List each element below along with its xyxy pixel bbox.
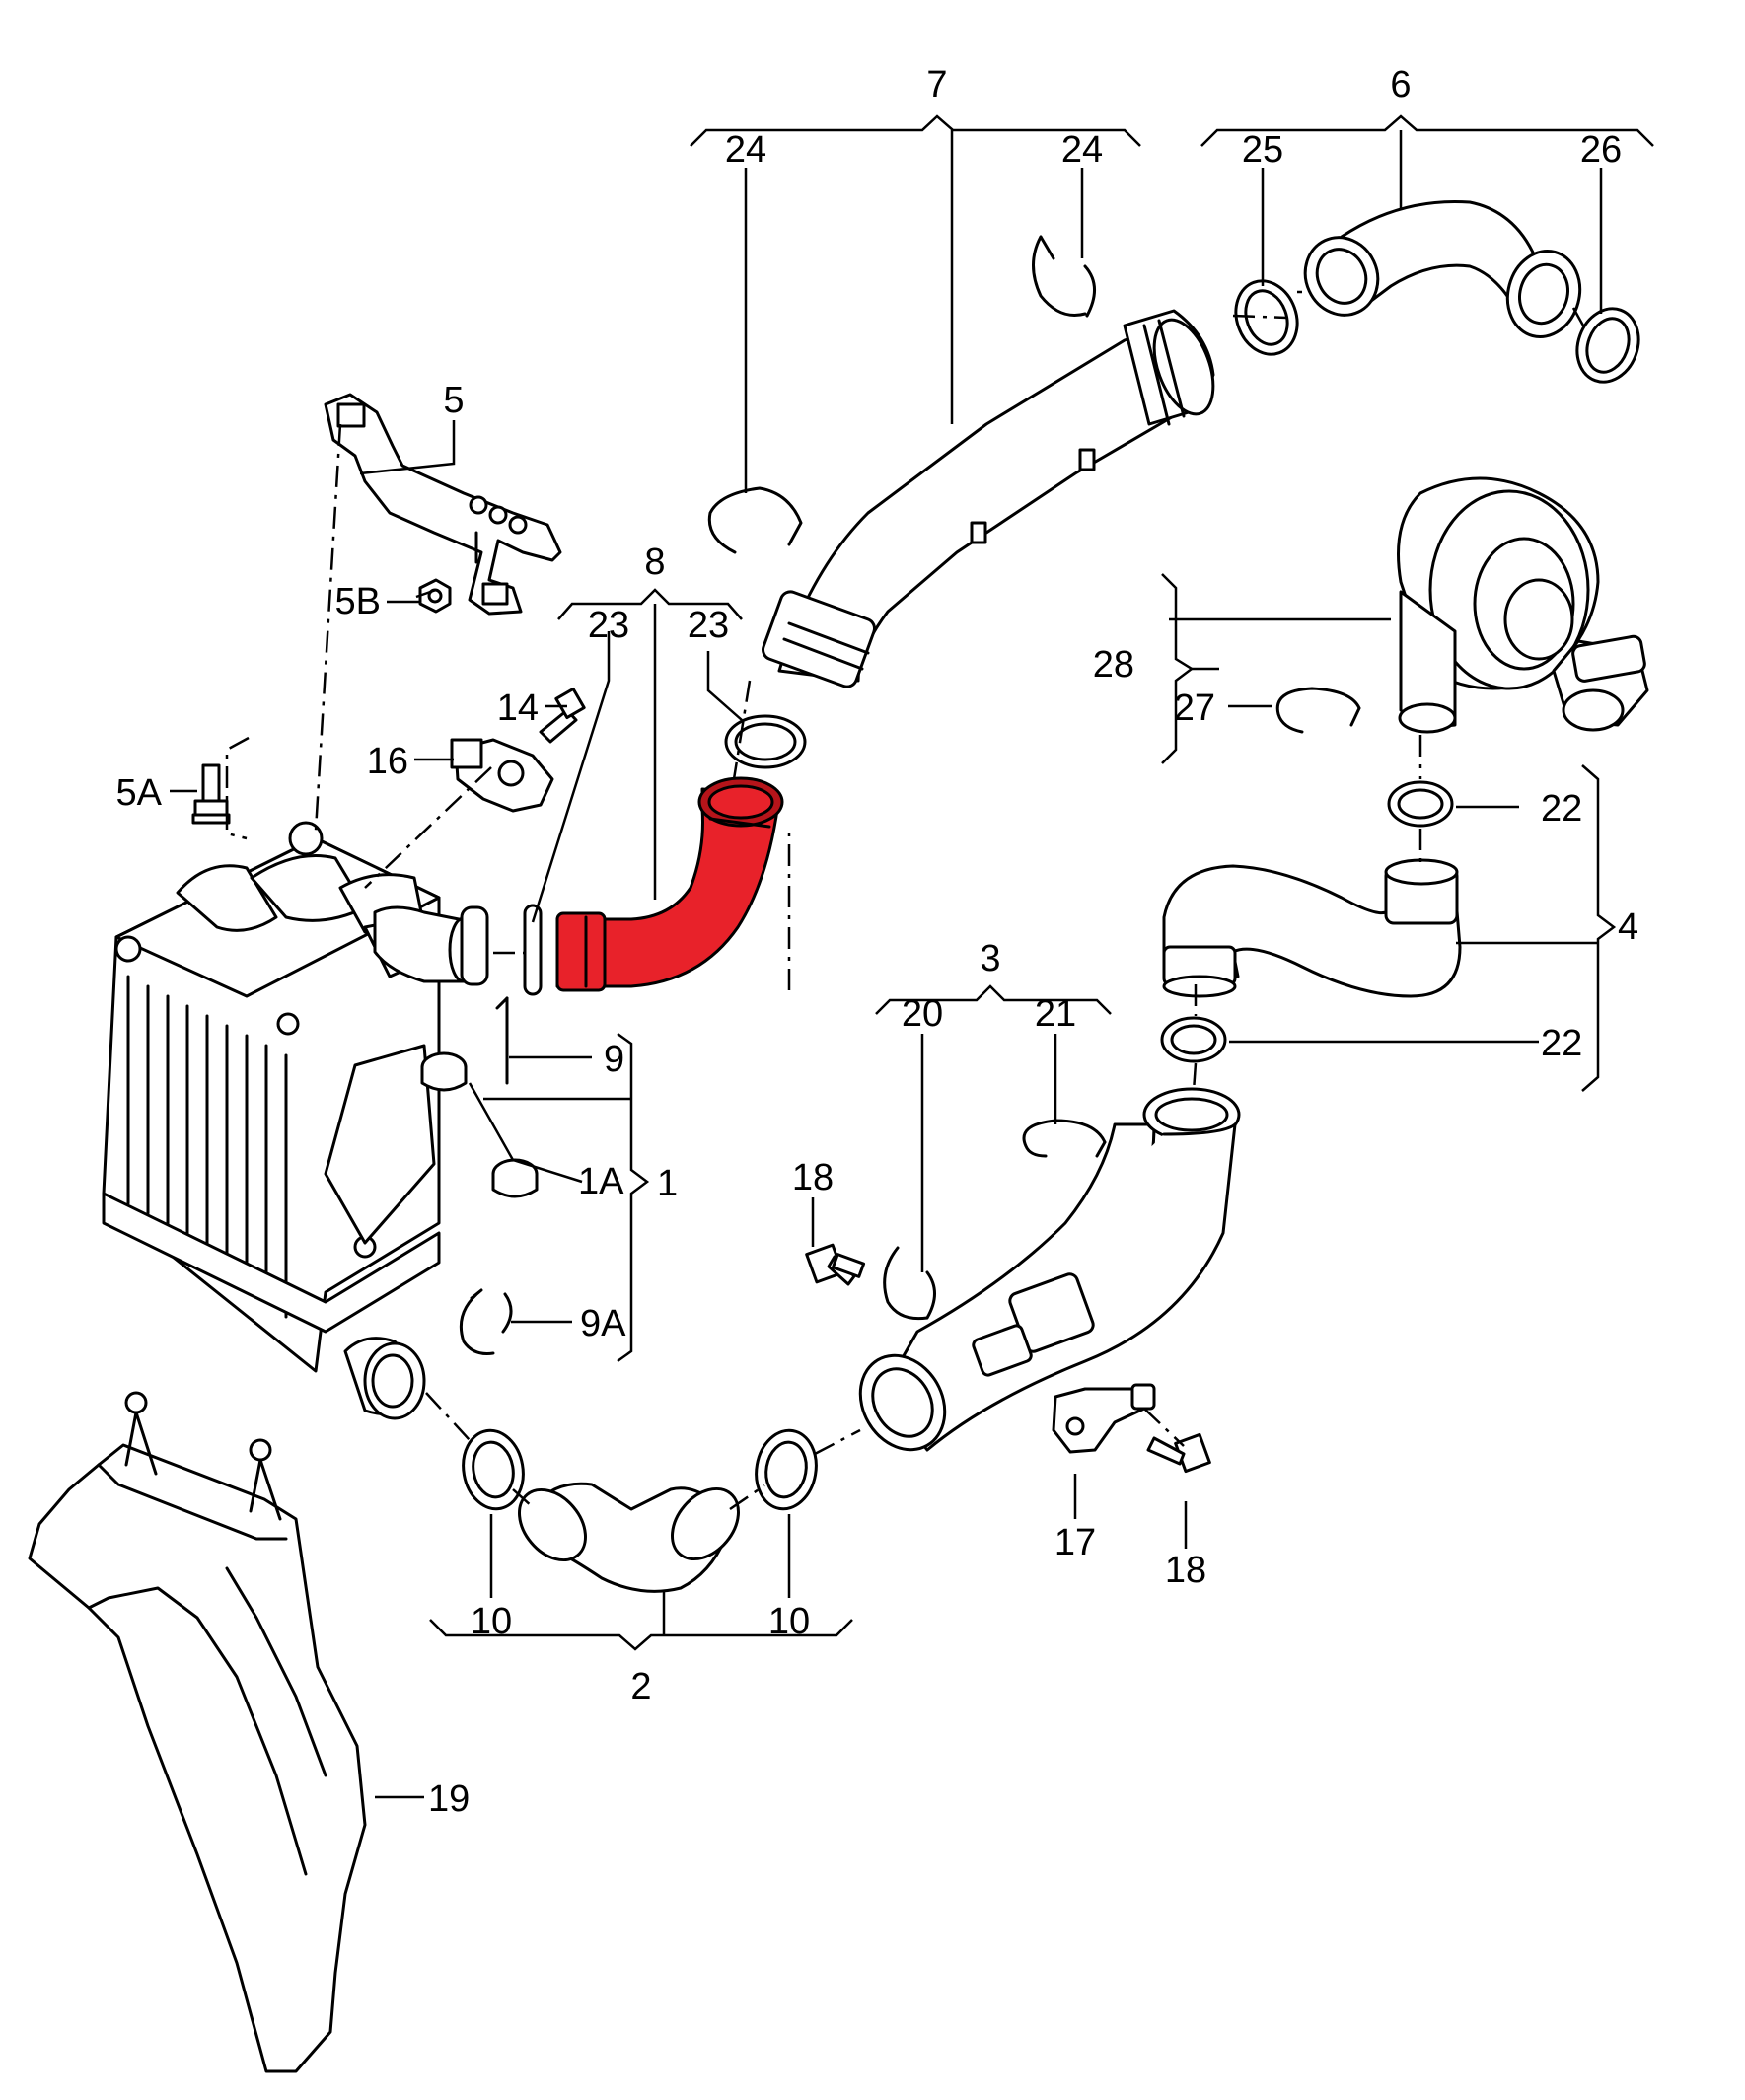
part-1a-grommets [420, 1051, 539, 1198]
label-9a: 9A [580, 1303, 626, 1344]
group-brackets [429, 114, 1654, 1651]
part-6-bend-hose [1303, 199, 1582, 339]
part-5-bracket [324, 393, 562, 616]
part-10-rings [462, 1428, 818, 1511]
label-27: 27 [1174, 688, 1215, 729]
callout-labels: 7 6 24 24 25 26 5 5B 8 23 23 28 27 14 16… [116, 64, 1639, 1820]
assembly-dash-lines [225, 290, 1585, 1511]
part-8-highlighted-hose [555, 776, 784, 992]
part-2-elbow-hose [518, 1482, 740, 1593]
label-9: 9 [604, 1039, 624, 1080]
part-27-clip [1275, 687, 1361, 734]
label-21: 21 [1035, 993, 1076, 1035]
label-19: 19 [428, 1778, 470, 1820]
label-5: 5 [443, 380, 464, 421]
part-19-air-duct [28, 1391, 367, 2073]
part-25-ring [1234, 279, 1299, 356]
label-5b: 5B [335, 581, 381, 622]
label-2: 2 [630, 1666, 651, 1707]
label-25: 25 [1242, 129, 1283, 171]
label-17: 17 [1054, 1522, 1096, 1563]
part-9-pin [495, 996, 509, 1085]
label-14: 14 [497, 688, 539, 729]
part-21-clip [1022, 1119, 1107, 1158]
label-4: 4 [1618, 906, 1638, 948]
label-23-right: 23 [688, 605, 729, 646]
label-16: 16 [367, 741, 408, 782]
part-18-bolt-b [1146, 1432, 1211, 1474]
part-16-sensor [450, 738, 554, 813]
label-28: 28 [1093, 644, 1134, 686]
part-20-clip [883, 1246, 936, 1321]
part-18-bolt-a [805, 1243, 866, 1286]
part-9a-clip [459, 1288, 513, 1355]
part-28-turbocharger [1397, 476, 1649, 734]
label-24-left: 24 [725, 129, 766, 171]
label-8: 8 [644, 542, 665, 583]
part-23-orings [523, 714, 807, 996]
label-5a: 5A [116, 772, 163, 814]
part-1-intercooler [102, 821, 441, 1373]
label-7: 7 [926, 64, 947, 106]
intercooler-lower-outlet [343, 1337, 426, 1420]
label-1: 1 [657, 1163, 678, 1204]
label-3: 3 [980, 938, 1000, 979]
label-20: 20 [902, 993, 943, 1035]
part-14-screw [539, 687, 586, 744]
part-7-charge-pipe [762, 309, 1215, 688]
label-18-right: 18 [1165, 1550, 1206, 1591]
label-10-right: 10 [768, 1601, 810, 1642]
leader-lines [170, 168, 1603, 1799]
label-10-left: 10 [471, 1601, 512, 1642]
label-22-top: 22 [1541, 788, 1582, 830]
part-4-s-hose [1162, 858, 1462, 998]
label-22-bottom: 22 [1541, 1023, 1582, 1064]
part-22-rings [1160, 780, 1454, 1063]
label-26: 26 [1580, 129, 1622, 171]
part-17-bracket [1052, 1383, 1156, 1454]
intercooler-outlet-pipe [373, 905, 489, 986]
part-3-pipe [858, 1087, 1241, 1452]
part-26-ring [1575, 307, 1640, 384]
label-1a: 1A [578, 1161, 624, 1202]
label-23-left: 23 [588, 605, 629, 646]
label-18-left: 18 [792, 1157, 834, 1198]
label-6: 6 [1390, 64, 1411, 106]
part-5a-bolt [191, 763, 231, 825]
label-24-right: 24 [1061, 129, 1103, 171]
part-24-clips [707, 235, 1096, 554]
